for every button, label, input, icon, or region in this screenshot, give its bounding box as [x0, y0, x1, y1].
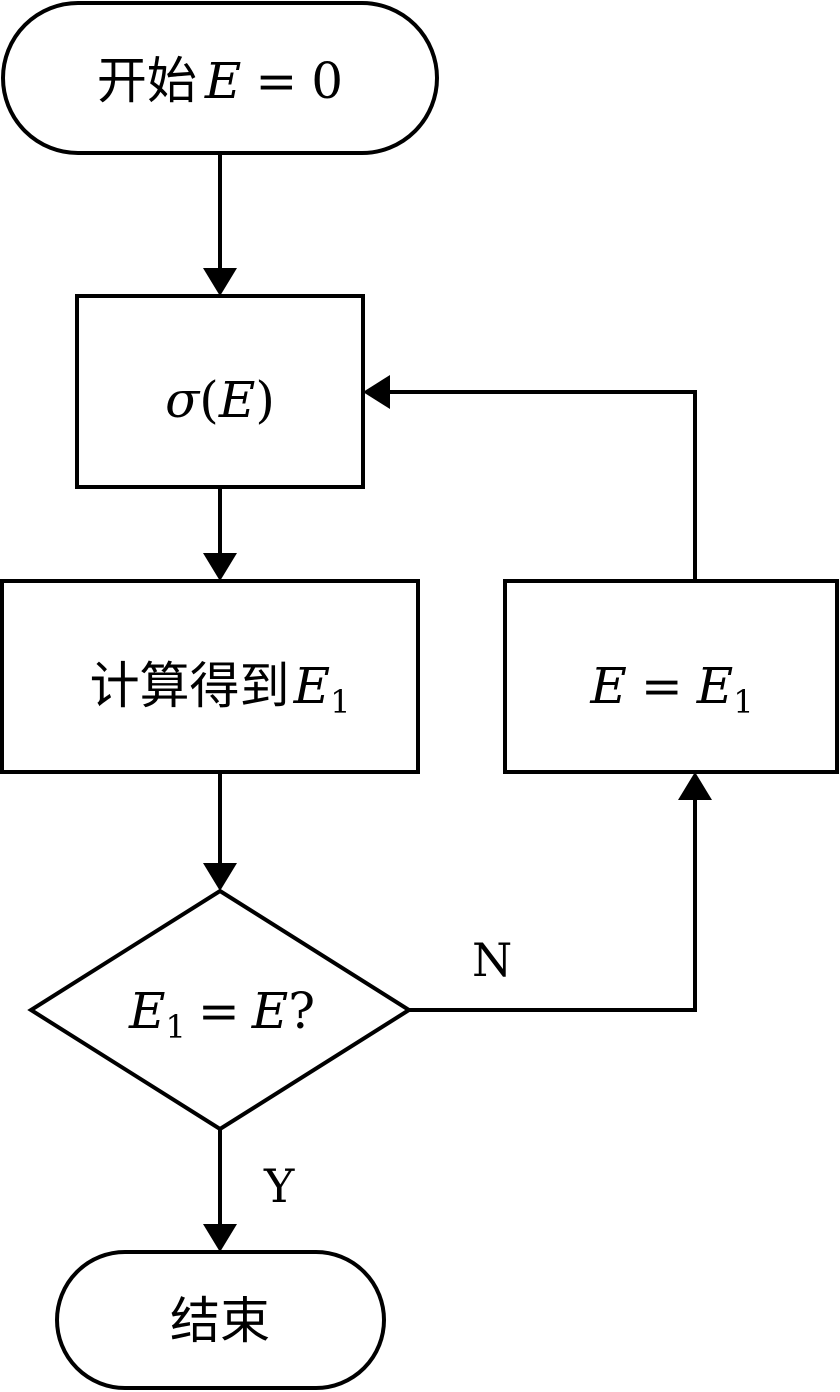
arrow-assign-to-sigma — [390, 390, 697, 581]
arrowhead-assign — [678, 772, 712, 800]
arrowhead-end — [203, 1224, 237, 1252]
arrowhead-decision — [203, 863, 237, 891]
assign-box — [503, 579, 839, 774]
compute-box — [0, 579, 420, 774]
sigma-label: σ(E) — [165, 371, 275, 429]
compute-label: 计算得到E1 — [90, 657, 351, 721]
arrowhead-sigma-loop — [363, 375, 390, 409]
decision-label: E1=E? — [128, 982, 315, 1046]
end-label: 结束 — [170, 1292, 270, 1350]
yes-label: Y — [263, 1159, 295, 1213]
arrowhead-compute — [203, 553, 237, 581]
end-terminal — [55, 1250, 386, 1390]
no-label: N — [472, 933, 512, 987]
assign-label: E=E1 — [589, 657, 753, 721]
arrow-decision-to-assign — [409, 800, 697, 1012]
arrowhead-sigma — [203, 268, 237, 296]
